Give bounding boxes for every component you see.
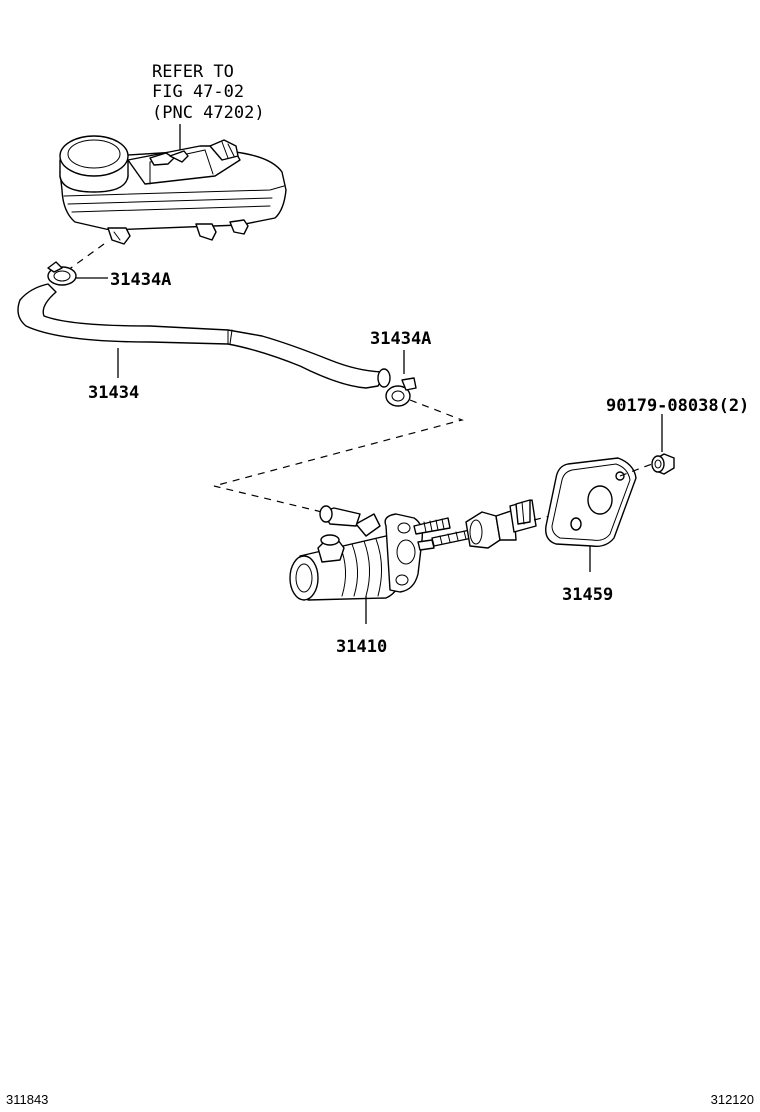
- refer-note-line3: (PNC 47202): [152, 103, 265, 123]
- clamp-bottom-drawing: [385, 377, 417, 407]
- refer-note-line2: FIG 47-02: [152, 82, 244, 102]
- reservoir-tank-drawing: [59, 135, 287, 245]
- gasket-drawing: [545, 457, 637, 548]
- nut-drawing: [651, 453, 675, 475]
- clamp-to-cylinder-dashline: [213, 399, 464, 513]
- clamp-top-drawing: [47, 261, 77, 286]
- clamp-top-label: 31434A: [110, 270, 171, 290]
- footer-left-code: 311843: [6, 1092, 48, 1107]
- master-cylinder-label: 31410: [336, 637, 387, 657]
- gasket-label: 31459: [562, 585, 613, 605]
- nut-label: 90179-08038(2): [606, 396, 749, 416]
- footer-right-code: 312120: [711, 1092, 754, 1107]
- refer-note-line1: REFER TO: [152, 62, 234, 82]
- gasket-to-nut-dashline: [619, 463, 653, 477]
- hose-label: 31434: [88, 383, 139, 403]
- clamp-bottom-label: 31434A: [370, 329, 431, 349]
- reference-note: REFER TO FIG 47-02 (PNC 47202): [152, 62, 265, 170]
- reservoir-to-clamp-dashline: [67, 243, 105, 271]
- hose-drawing: [17, 283, 391, 389]
- master-cylinder-drawing: [289, 499, 537, 601]
